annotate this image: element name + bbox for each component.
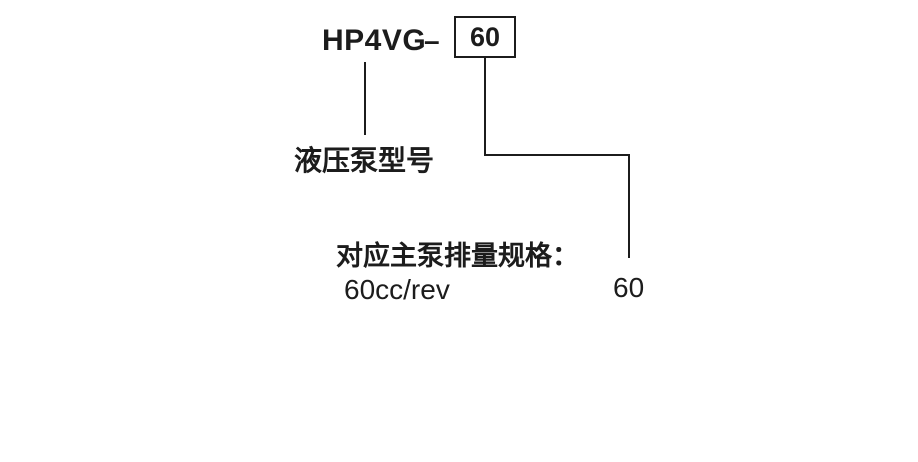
model-label: 液压泵型号 (294, 145, 435, 176)
spec-heading: 对应主泵排量规格： (336, 241, 579, 271)
code-callout-line-upper (484, 56, 486, 156)
displacement-code-value: 60 (469, 21, 501, 52)
displacement-code-box: 60 (454, 16, 516, 58)
model-code-prefix: HP4VG (322, 24, 427, 57)
model-code-separator: – (424, 25, 440, 56)
model-callout-line (364, 62, 366, 135)
spec-value: 60cc/rev (344, 274, 450, 305)
code-callout-line-horizontal (484, 154, 630, 156)
spec-code: 60 (613, 272, 645, 303)
code-callout-line-lower (628, 154, 630, 258)
